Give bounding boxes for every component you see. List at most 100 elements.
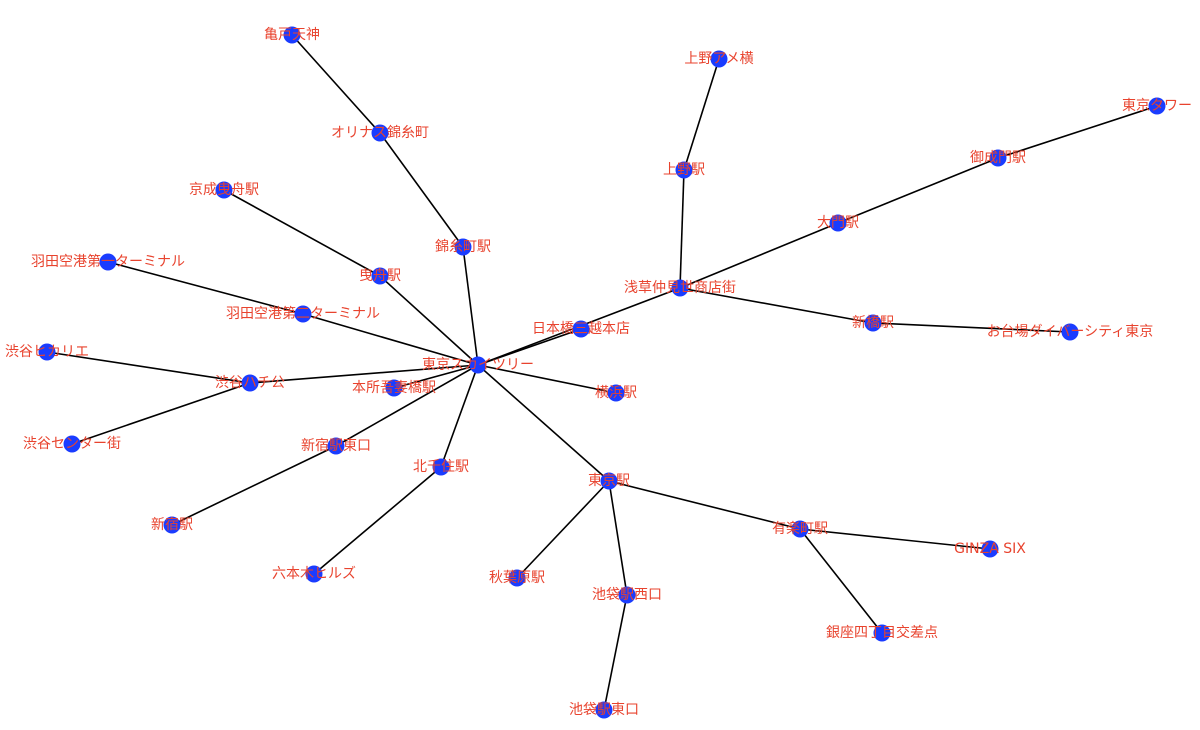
edge-haneda2-skytree (302, 313, 479, 366)
node-label-ueno: 上野駅 (663, 162, 705, 178)
node-label-asakusa: 浅草仲見世商店街 (624, 280, 736, 296)
edge-keisei-hikifune (223, 189, 381, 277)
node-shinjuku (163, 516, 181, 534)
node-kameido (283, 26, 301, 44)
node-azuma (385, 379, 403, 397)
node-label-shinbashi: 新橋駅 (852, 315, 894, 331)
edge-onarimon-tokyotower (997, 105, 1158, 159)
node-ueno_ame (710, 50, 728, 68)
node-label-ikeW: 池袋駅西口 (592, 587, 662, 603)
node-keisei (215, 181, 233, 199)
node-label-hikarie: 渋谷ヒカリエ (5, 344, 89, 360)
node-haneda1 (99, 253, 117, 271)
edge-asakusa-daimon (679, 222, 839, 289)
edge-shinbashi-diver (872, 322, 1071, 333)
edge-shinjukuE-skytree (335, 364, 479, 447)
node-label-akihabara: 秋葉原駅 (489, 570, 545, 586)
edges-layer (46, 34, 1158, 711)
node-label-skytree: 東京スカイツリー (422, 357, 534, 373)
node-label-roppongi: 六本木ヒルズ (272, 566, 356, 582)
edge-center-hachiko (71, 382, 251, 445)
node-hachiko (241, 374, 259, 392)
node-label-hachiko: 渋谷ハチ公 (215, 375, 285, 391)
edge-ikeW-ikeE (603, 594, 628, 711)
edge-olinas-kinshicho (379, 132, 464, 248)
edge-tokyo-ikeW (608, 480, 628, 596)
node-label-shinjuku: 新宿駅 (151, 516, 193, 533)
nodes-layer (38, 26, 1166, 719)
node-shinbashi (864, 314, 882, 332)
node-shinjukuE (327, 437, 345, 455)
node-label-olinas: オリナス錦糸町 (331, 124, 429, 141)
node-olinas (371, 124, 389, 142)
node-label-kameido: 亀戸天神 (264, 27, 320, 43)
node-roppongi (305, 565, 323, 583)
node-label-tokyotower: 東京タワー (1122, 98, 1192, 114)
node-label-yurakucho: 有楽町駅 (772, 521, 828, 537)
node-asakusa (671, 279, 689, 297)
node-tokyotower (1148, 97, 1166, 115)
edge-asakusa-shinbashi (679, 287, 874, 324)
node-mitsukoshi (572, 320, 590, 338)
node-onarimon (989, 149, 1007, 167)
node-ikeW (618, 586, 636, 604)
node-label-ginza4: 銀座四丁目交差点 (826, 624, 938, 641)
node-label-haneda1: 羽田空港第一ターミナル (31, 253, 185, 270)
node-label-center: 渋谷センター街 (23, 436, 121, 452)
node-label-ginzasix: GINZA SIX (954, 541, 1026, 557)
node-akihabara (508, 569, 526, 587)
node-hikarie (38, 343, 56, 361)
node-diver (1061, 323, 1079, 341)
edge-haneda1-haneda2 (107, 261, 304, 315)
node-label-azuma: 本所吾妻橋駅 (352, 380, 436, 396)
edge-yurakucho-ginza4 (799, 528, 883, 634)
node-yurakucho (791, 520, 809, 538)
node-kitasenju (432, 458, 450, 476)
edge-tokyo-akihabara (516, 480, 610, 579)
node-ginzasix (981, 540, 999, 558)
edge-ueno_ame-ueno (683, 58, 720, 171)
edge-roppongi-kitasenju (313, 466, 442, 575)
node-ikeE (595, 701, 613, 719)
edge-hachiko-skytree (249, 364, 479, 384)
edge-kameido-olinas (291, 34, 381, 134)
node-tokyo (600, 472, 618, 490)
node-label-diver: お台場ダイバーシティ東京 (987, 324, 1154, 340)
edge-hikifune-skytree (379, 275, 479, 366)
node-hikifune (371, 267, 389, 285)
node-daimon (829, 214, 847, 232)
edge-tokyo-yurakucho (608, 480, 801, 530)
node-label-ueno_ame: 上野アメ横 (684, 51, 753, 67)
edge-yokohama-skytree (477, 364, 617, 394)
edge-shinjuku-shinjukuE (171, 445, 337, 526)
node-label-hikifune: 曳舟駅 (359, 268, 401, 284)
edge-skytree-tokyo (477, 364, 610, 482)
node-yokohama (607, 384, 625, 402)
node-label-kinshicho: 錦糸町駅 (435, 238, 491, 255)
node-label-kitasenju: 北千住駅 (413, 459, 469, 475)
edge-azuma-skytree (393, 364, 479, 389)
edge-kitasenju-skytree (440, 364, 479, 468)
edge-ueno-asakusa (679, 169, 685, 289)
node-label-onarimon: 御成門駅 (970, 150, 1026, 166)
node-kinshicho (454, 238, 472, 256)
node-ueno (675, 161, 693, 179)
edge-yurakucho-ginzasix (799, 528, 991, 550)
node-ginza4 (873, 624, 891, 642)
node-label-haneda2: 羽田空港第二ターミナル (226, 305, 380, 322)
node-skytree (469, 356, 487, 374)
edge-daimon-onarimon (837, 157, 999, 224)
edge-kinshicho-skytree (462, 246, 479, 366)
node-label-tokyo: 東京駅 (588, 473, 630, 489)
edge-hikarie-hachiko (46, 351, 251, 384)
node-label-ikeE: 池袋駅東口 (569, 702, 639, 718)
node-center (63, 435, 81, 453)
node-label-mitsukoshi: 日本橋三越本店 (532, 321, 630, 337)
node-label-daimon: 大門駅 (817, 215, 859, 231)
node-label-yokohama: 横浜駅 (595, 385, 637, 401)
node-label-keisei: 京成曳舟駅 (189, 182, 259, 198)
node-haneda2 (294, 305, 312, 323)
node-label-shinjukuE: 新宿駅東口 (301, 437, 371, 454)
